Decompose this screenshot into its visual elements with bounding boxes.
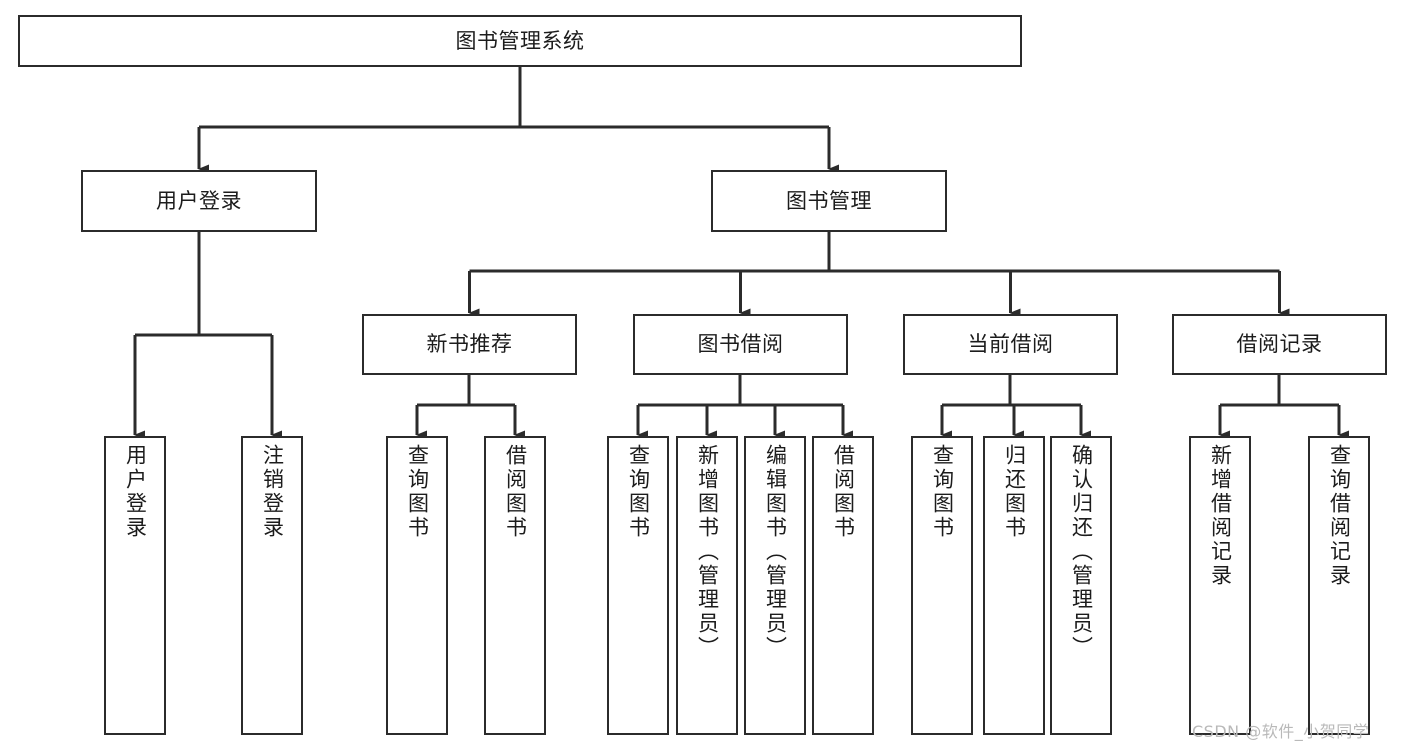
node-book-borrow[interactable]: 图书借阅 (633, 314, 848, 375)
node-borrow-record[interactable]: 借阅记录 (1172, 314, 1387, 375)
node-label-leaf-bb-borrow: 借阅图书 (831, 444, 856, 540)
node-leaf-cb-return[interactable]: 归还图书 (983, 436, 1045, 735)
node-leaf-rec-borrow[interactable]: 借阅图书 (484, 436, 546, 735)
node-label-leaf-bb-query: 查询图书 (626, 444, 651, 540)
node-leaf-bb-borrow[interactable]: 借阅图书 (812, 436, 874, 735)
node-label-leaf-user-login: 用户登录 (123, 444, 148, 540)
node-current-borrow[interactable]: 当前借阅 (903, 314, 1118, 375)
node-new-book-rec[interactable]: 新书推荐 (362, 314, 577, 375)
node-label-leaf-cb-return: 归还图书 (1002, 444, 1027, 540)
node-label-root: 图书管理系统 (455, 28, 585, 53)
node-leaf-br-query[interactable]: 查询借阅记录 (1308, 436, 1370, 735)
node-leaf-user-login[interactable]: 用户登录 (104, 436, 166, 735)
node-label-leaf-rec-borrow: 借阅图书 (503, 444, 528, 540)
node-label-new-book-rec: 新书推荐 (426, 332, 513, 357)
node-label-leaf-bb-edit: 编辑图书（管理员） (763, 444, 788, 660)
node-book-manage[interactable]: 图书管理 (711, 170, 947, 232)
node-leaf-rec-query[interactable]: 查询图书 (386, 436, 448, 735)
node-label-leaf-br-add: 新增借阅记录 (1208, 444, 1233, 588)
node-label-user-login: 用户登录 (156, 188, 242, 213)
connector-lines (133, 67, 1349, 440)
node-leaf-bb-query[interactable]: 查询图书 (607, 436, 669, 735)
node-label-borrow-record: 借阅记录 (1236, 332, 1323, 357)
node-label-leaf-cb-query: 查询图书 (930, 444, 955, 540)
node-user-login[interactable]: 用户登录 (81, 170, 317, 232)
node-leaf-cb-confirm[interactable]: 确认归还（管理员） (1050, 436, 1112, 735)
watermark-label: CSDN @软件_小贺同学 (1192, 722, 1370, 741)
node-label-leaf-rec-query: 查询图书 (405, 444, 430, 540)
node-leaf-bb-add[interactable]: 新增图书（管理员） (676, 436, 738, 735)
node-label-leaf-bb-add: 新增图书（管理员） (695, 444, 720, 660)
node-leaf-cb-query[interactable]: 查询图书 (911, 436, 973, 735)
node-label-book-borrow: 图书借阅 (697, 332, 784, 357)
node-leaf-user-logout[interactable]: 注销登录 (241, 436, 303, 735)
node-label-leaf-user-logout: 注销登录 (260, 444, 285, 540)
node-label-current-borrow: 当前借阅 (967, 332, 1054, 357)
node-root[interactable]: 图书管理系统 (18, 15, 1022, 67)
node-label-book-manage: 图书管理 (786, 188, 872, 213)
node-leaf-bb-edit[interactable]: 编辑图书（管理员） (744, 436, 806, 735)
node-leaf-br-add[interactable]: 新增借阅记录 (1189, 436, 1251, 735)
node-label-leaf-br-query: 查询借阅记录 (1327, 444, 1352, 588)
node-label-leaf-cb-confirm: 确认归还（管理员） (1069, 444, 1094, 660)
